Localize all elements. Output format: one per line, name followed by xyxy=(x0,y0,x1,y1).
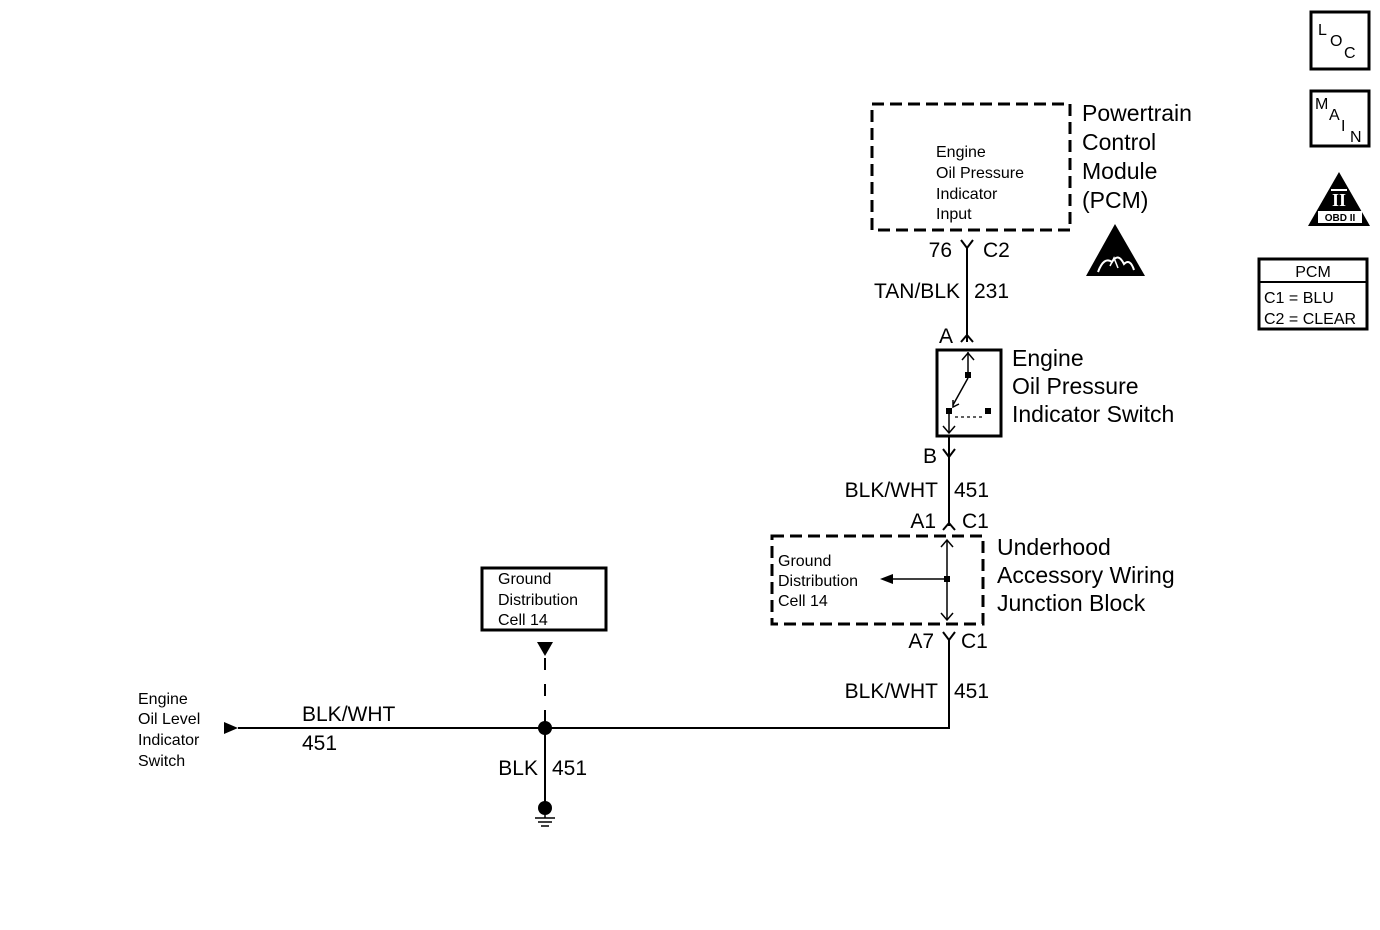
main-icon: M A I N xyxy=(1309,89,1371,148)
main-letter-m: M xyxy=(1315,96,1328,113)
pcm-input-line-4: Input xyxy=(936,206,972,223)
junction-top-connector: C1 xyxy=(962,510,989,533)
junction-bus-arrow-up xyxy=(940,538,954,548)
oil-level-line-4: Switch xyxy=(138,753,185,770)
pcm-input-line-2: Oil Pressure xyxy=(936,165,1024,182)
switch-name-line-2: Oil Pressure xyxy=(1012,373,1139,399)
pcm-name-line-1: Powertrain xyxy=(1082,100,1192,126)
junction-top-pin: A1 xyxy=(910,510,936,533)
oil-level-line-3: Indicator xyxy=(138,732,200,749)
switch-box xyxy=(935,348,1003,438)
oil-level-line-1: Engine xyxy=(138,691,188,708)
wire-451-lower xyxy=(545,640,950,729)
loc-letter-o: O xyxy=(1330,33,1342,50)
junction-branch-arrow-icon xyxy=(880,574,893,584)
switch-pin-a: A xyxy=(939,325,953,348)
wire-451-left-circuit: 451 xyxy=(302,732,337,755)
loc-icon: L O C xyxy=(1309,10,1371,71)
wire-451-lower-circuit: 451 xyxy=(954,680,989,703)
oil-level-line-2: Oil Level xyxy=(138,711,200,728)
junction-top-connector-symbol xyxy=(942,521,956,531)
pcm-pin-number: 76 xyxy=(929,239,952,262)
wire-451-left-color: BLK/WHT xyxy=(302,703,396,726)
switch-contacts-icon xyxy=(942,351,991,435)
pcm-connector-symbol xyxy=(960,239,974,250)
pcm-connector-id: C2 xyxy=(983,239,1010,262)
main-letter-a: A xyxy=(1329,107,1340,124)
main-letter-i: I xyxy=(1341,118,1345,135)
wire-ground-circuit: 451 xyxy=(552,757,587,780)
wire-ground-color: BLK xyxy=(498,757,538,780)
switch-name-line-3: Indicator Switch xyxy=(1012,401,1174,427)
pcm-dashed-box xyxy=(870,102,1072,232)
loc-letter-l: L xyxy=(1318,22,1327,39)
junction-name-line-2: Accessory Wiring xyxy=(997,562,1175,588)
oil-pressure-switch: A Engine Oil Pressure Indicator Switch B xyxy=(923,325,1174,468)
junction-bottom-pin: A7 xyxy=(908,630,934,653)
junction-bus-arrow-down xyxy=(940,612,954,622)
junction-name-line-3: Junction Block xyxy=(997,590,1146,616)
loc-letter-c: C xyxy=(1344,45,1356,62)
ground-distribution-reference: Ground Distribution Cell 14 xyxy=(480,566,608,722)
underhood-junction-block: A1 C1 Ground Distribution Cell 14 Underh… xyxy=(770,510,1175,653)
ground-ref-box xyxy=(480,566,608,632)
pcm-name-line-4: (PCM) xyxy=(1082,187,1148,213)
switch-pin-b: B xyxy=(923,445,937,468)
pcm-legend-row-c2: C2 = CLEAR xyxy=(1264,311,1356,328)
ground-ref-line-2: Distribution xyxy=(498,592,578,609)
junction-dashed-box xyxy=(770,534,985,626)
pcm-module: Engine Oil Pressure Indicator Input Powe… xyxy=(870,100,1192,262)
wire-231-color: TAN/BLK xyxy=(874,280,960,303)
obd-numeral: II xyxy=(1332,190,1346,210)
obd-label: OBD II xyxy=(1325,213,1356,224)
obd-ii-icon: II OBD II xyxy=(1308,172,1370,226)
ground-ref-line-1: Ground xyxy=(498,571,551,588)
pcm-name-line-3: Module xyxy=(1082,158,1157,184)
junction-inner-line-3: Cell 14 xyxy=(778,593,828,610)
oil-level-connector-arrow-icon xyxy=(224,722,238,734)
junction-inner-line-1: Ground xyxy=(778,553,831,570)
wire-231-circuit: 231 xyxy=(974,280,1009,303)
switch-name-line-1: Engine xyxy=(1012,345,1084,371)
ground-ref-line-3: Cell 14 xyxy=(498,612,548,629)
oil-level-switch: Engine Oil Level Indicator Switch xyxy=(138,691,238,770)
pcm-input-line-1: Engine xyxy=(936,144,986,161)
junction-bottom-connector-symbol xyxy=(942,631,956,642)
pcm-connector-legend: PCM C1 = BLU C2 = CLEAR xyxy=(1257,257,1369,331)
junction-bottom-connector: C1 xyxy=(961,630,988,653)
wire-451-lower-color: BLK/WHT xyxy=(845,680,939,703)
pcm-name-line-2: Control xyxy=(1082,129,1156,155)
switch-top-connector-symbol xyxy=(960,333,974,343)
pcm-input-line-3: Indicator xyxy=(936,186,998,203)
wire-451-upper-circuit: 451 xyxy=(954,479,989,502)
esd-warning-icon xyxy=(1086,224,1145,276)
ground-symbol-icon xyxy=(535,801,555,827)
ground-ref-arrow-icon xyxy=(537,642,553,656)
wire-451-upper-color: BLK/WHT xyxy=(845,479,939,502)
junction-name-line-1: Underhood xyxy=(997,534,1111,560)
pcm-legend-row-c1: C1 = BLU xyxy=(1264,290,1334,307)
junction-inner-line-2: Distribution xyxy=(778,573,858,590)
main-letter-n: N xyxy=(1350,129,1362,146)
pcm-legend-title: PCM xyxy=(1295,264,1331,281)
